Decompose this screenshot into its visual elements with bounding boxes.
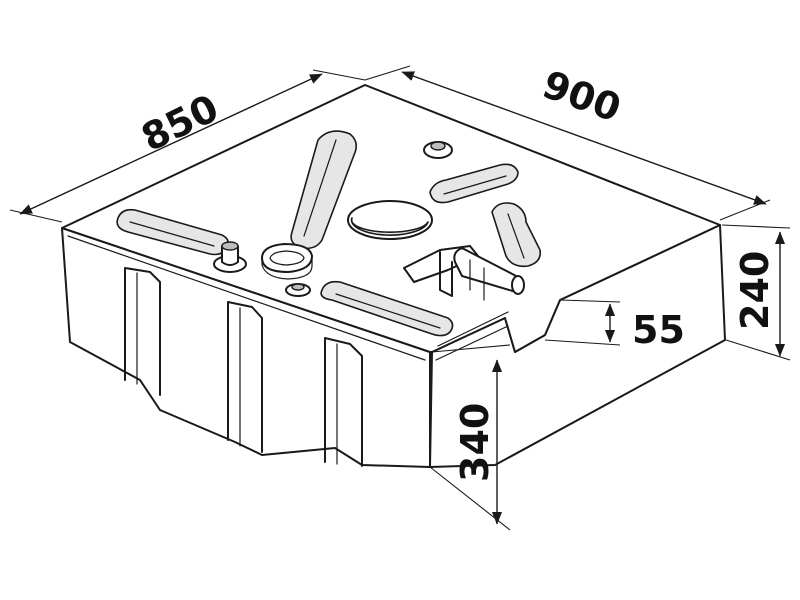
filler-opening [347, 200, 433, 240]
slot-front-right [320, 280, 454, 337]
ring-fitting [261, 243, 313, 280]
dimension-label-240: 240 [733, 251, 777, 330]
dimension-240: 240 [721, 224, 791, 361]
small-cap [285, 283, 311, 297]
dimension-label-900: 900 [537, 62, 627, 130]
dimension-label-340: 340 [453, 403, 497, 482]
front-recesses [124, 267, 363, 467]
dimension-label-55: 55 [632, 308, 685, 352]
dimension-55: 55 [544, 299, 685, 352]
recess-left [124, 267, 161, 396]
dimension-340: 340 [429, 344, 511, 531]
recess-middle [227, 301, 263, 453]
recess-right [324, 337, 363, 467]
outlet-pipe [403, 245, 561, 353]
valve-fitting [213, 241, 247, 273]
top-edge-chamfer [67, 235, 509, 361]
fittings [213, 241, 561, 353]
front-lower-rim [69, 341, 431, 468]
dimension-label-850: 850 [135, 86, 226, 160]
vent-boss [423, 141, 453, 159]
